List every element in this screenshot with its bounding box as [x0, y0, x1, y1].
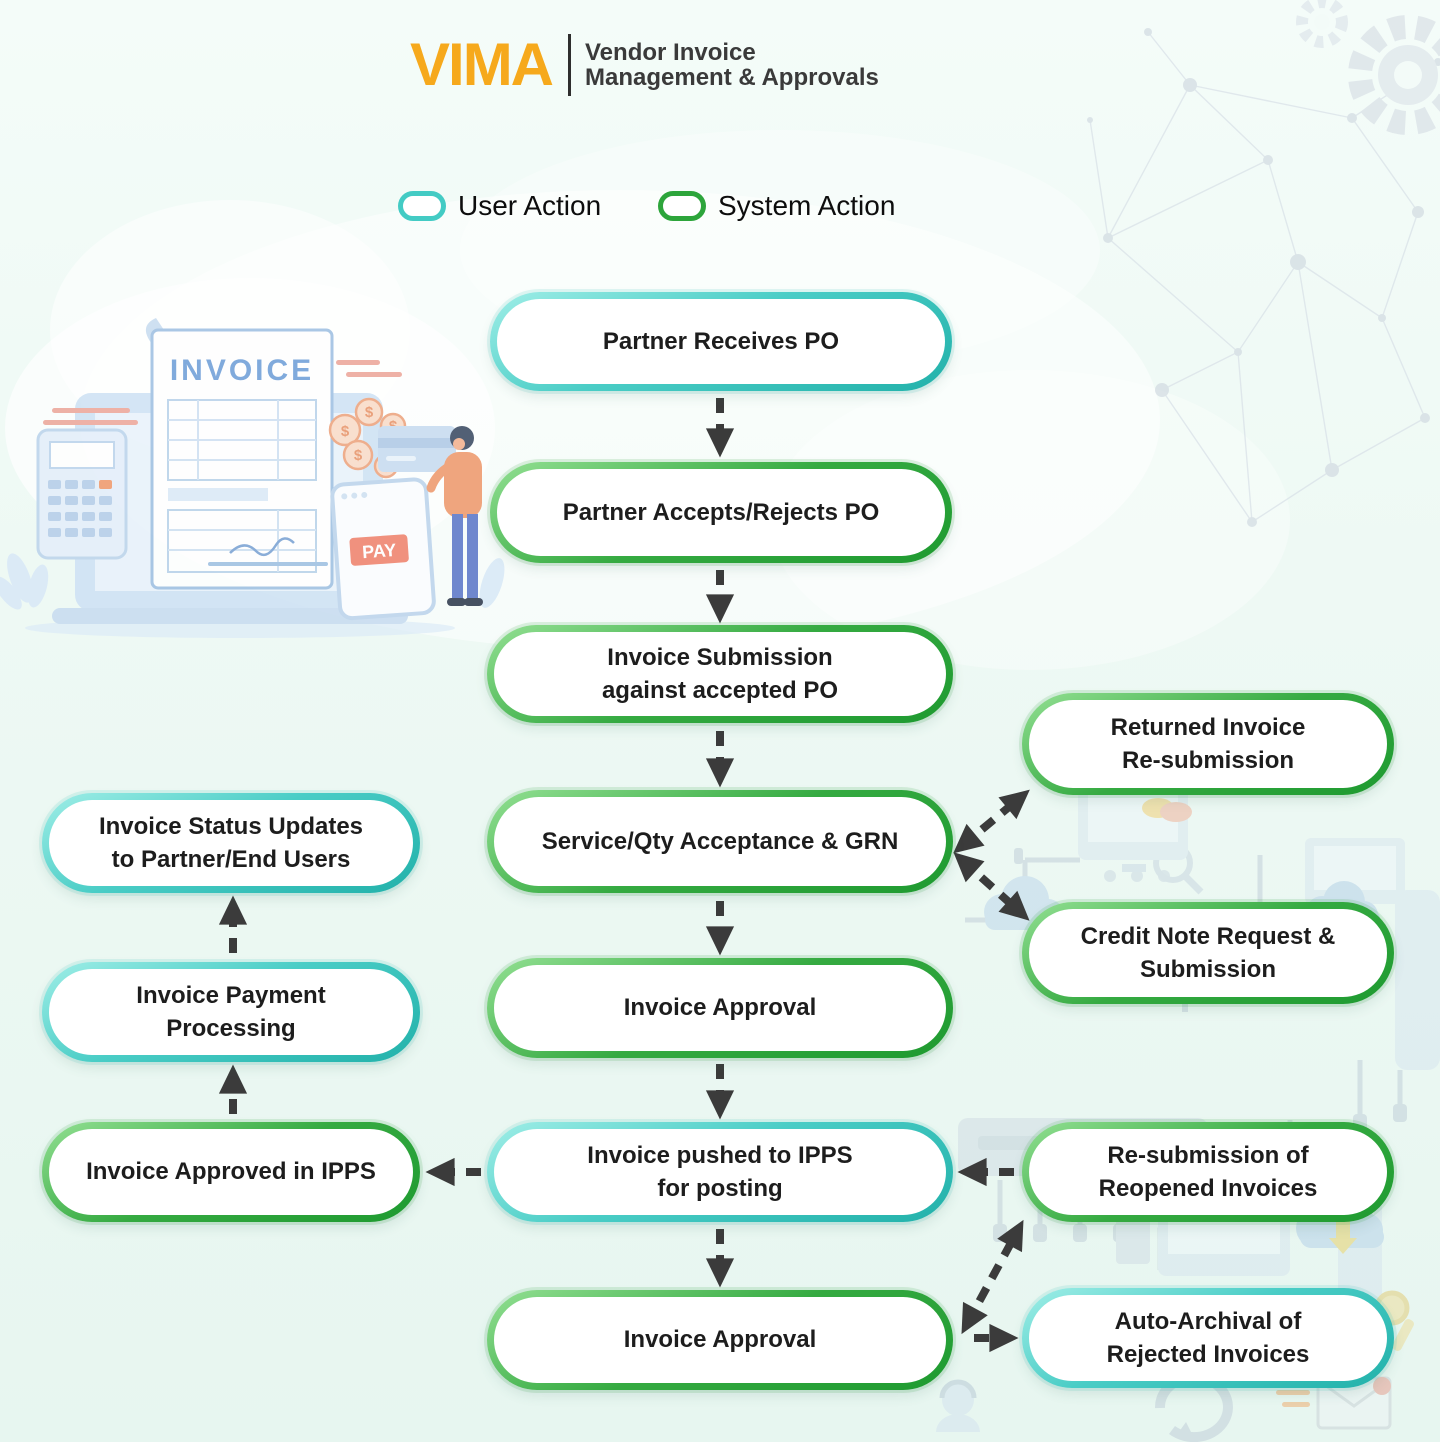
node-label: Partner Accepts/Rejects PO [562, 498, 880, 526]
calculator-illustration [36, 428, 128, 560]
signature-squiggle [229, 537, 295, 557]
flow-node-partner-accepts-rejects-po: Partner Accepts/Rejects PO [490, 462, 952, 563]
laptop-illustration [52, 393, 408, 624]
coins-illustration: $$ $$$ [328, 397, 407, 479]
node-label: Invoice Approved in IPPS [86, 1158, 376, 1186]
invoice-sheet: INVOICE [145, 318, 334, 590]
flow-node-invoice-approval-2: Invoice Approval [487, 1290, 953, 1390]
svg-text:$: $ [341, 423, 350, 440]
search-grid-icon [1104, 816, 1204, 895]
system-action-pill-icon [658, 191, 706, 221]
svg-text:$: $ [382, 458, 391, 475]
app-header: VIMA Vendor Invoice Management & Approva… [410, 34, 879, 96]
flow-node-invoice-approved-ipps: Invoice Approved in IPPS [42, 1122, 420, 1222]
flow-node-returned-invoice-resubmission: Returned Invoice Re-submission [1022, 693, 1394, 795]
flow-node-invoice-approval-1: Invoice Approval [487, 958, 953, 1058]
node-label: Invoice Submission against accepted PO [601, 643, 839, 704]
node-label: Returned Invoice Re-submission [1110, 713, 1306, 774]
pay-phone-illustration: PAY [330, 477, 436, 621]
flow-node-invoice-status-updates: Invoice Status Updates to Partner/End Us… [42, 793, 420, 893]
logo-divider [568, 34, 571, 96]
app-title: Vendor Invoice Management & Approvals [585, 40, 879, 90]
node-label: Re-submission of Reopened Invoices [1098, 1141, 1318, 1202]
arrow-approval2-resubmission-bidirectional [961, 1219, 1024, 1335]
flow-node-invoice-submission: Invoice Submission against accepted PO [487, 625, 953, 723]
flow-node-partner-receives-po: Partner Receives PO [490, 292, 952, 391]
monitor-icons [958, 782, 1440, 1316]
node-label: Invoice pushed to IPPS for posting [587, 1141, 853, 1202]
node-label: Invoice Approval [623, 994, 817, 1022]
person-illustration [426, 426, 483, 606]
invoice-illustration: INVOICE [0, 278, 505, 638]
node-label: Auto-Archival of Rejected Invoices [1106, 1307, 1310, 1368]
flow-node-credit-note-request: Credit Note Request & Submission [1022, 902, 1394, 1004]
app-title-line2: Management & Approvals [585, 64, 879, 91]
arrow-service-returned-bidirectional [953, 789, 1030, 854]
node-label: Partner Receives PO [602, 327, 840, 355]
node-label: Service/Qty Acceptance & GRN [541, 827, 899, 855]
svg-text:$: $ [365, 404, 374, 421]
legend-user-action: User Action [398, 190, 601, 222]
plant-decoration [0, 553, 505, 610]
credit-card-illustration [378, 426, 456, 472]
user-action-pill-icon [398, 191, 446, 221]
gear-icon [1296, 0, 1440, 135]
node-label: Credit Note Request & Submission [1080, 922, 1336, 983]
node-label: Invoice Approval [623, 1326, 817, 1354]
network-plexus-decoration [1087, 0, 1440, 527]
node-label: Invoice Payment Processing [136, 981, 326, 1042]
support-agent-icon [936, 1379, 980, 1432]
flow-node-service-qty-acceptance: Service/Qty Acceptance & GRN [487, 790, 953, 893]
flow-node-auto-archival-rejected: Auto-Archival of Rejected Invoices [1022, 1288, 1394, 1388]
invoice-title-text: INVOICE [170, 354, 314, 387]
flow-node-invoice-pushed-ipps: Invoice pushed to IPPS for posting [487, 1122, 953, 1222]
svg-text:$: $ [389, 418, 398, 435]
arrow-service-creditnote-bidirectional [953, 852, 1030, 921]
svg-text:$: $ [354, 447, 363, 464]
node-label: Invoice Status Updates to Partner/End Us… [98, 812, 364, 873]
legend-user-label: User Action [458, 190, 602, 221]
vima-logo: VIMA [410, 31, 554, 98]
app-title-line1: Vendor Invoice [585, 39, 756, 66]
flow-node-resubmission-reopened: Re-submission of Reopened Invoices [1022, 1122, 1394, 1222]
pay-button-text: PAY [362, 540, 397, 562]
legend-system-label: System Action [718, 190, 896, 221]
legend-system-action: System Action [658, 190, 895, 222]
flow-node-invoice-payment-processing: Invoice Payment Processing [42, 962, 420, 1062]
